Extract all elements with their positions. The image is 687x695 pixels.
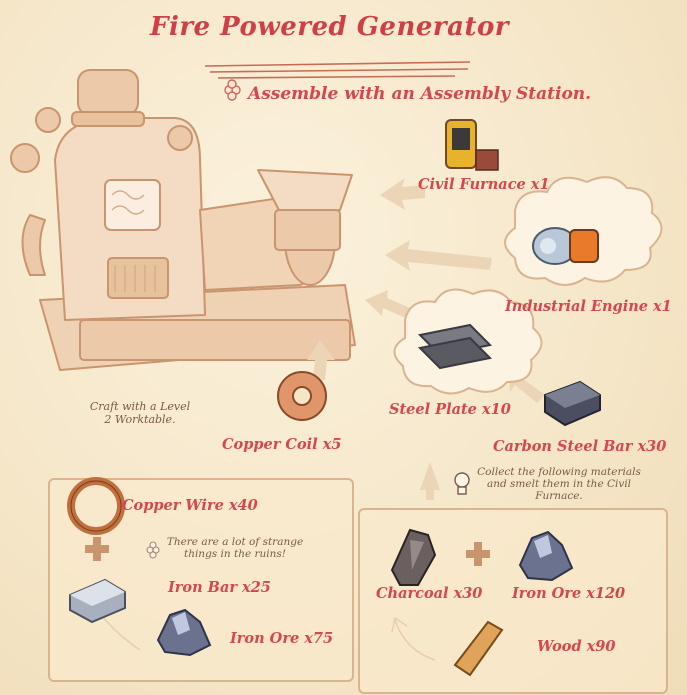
copper-coil-label: Copper Coil x5 [222,436,342,453]
industrial-engine-label: Industrial Engine x1 [505,298,672,315]
carbon-steel-bar-icon [544,380,601,427]
industrial-engine-icon [532,227,599,265]
iron-ore-icon [156,608,212,657]
iron-ore-icon [518,530,574,582]
smelt-hint-note: Collect the following materials and smel… [477,466,641,502]
flower-icon [146,541,160,559]
flower-icon [224,79,241,101]
wood-icon [453,620,504,677]
iron-bar-icon [69,578,126,624]
charcoal-icon [390,528,437,586]
page-title: Fire Powered Generator [150,12,510,42]
iron-ore-right-label: Iron Ore x120 [512,585,626,602]
lightbulb-icon [454,472,470,495]
iron-bar-label: Iron Bar x25 [168,579,271,596]
carbon-steel-bar-label: Carbon Steel Bar x30 [493,438,667,455]
steel-plate-label: Steel Plate x10 [389,401,511,418]
copper-wire-icon [67,477,125,535]
copper-coil-icon [277,371,327,421]
craft-worktable-note: Craft with a Level 2 Worktable. [89,400,191,426]
civil-furnace-icon [445,119,499,171]
charcoal-label: Charcoal x30 [376,585,483,602]
plus-icon [85,537,490,566]
civil-furnace-label: Civil Furnace x1 [418,176,550,193]
steel-plate-icon [417,323,493,370]
iron-ore-left-label: Iron Ore x75 [230,630,334,647]
copper-wire-label: Copper Wire x40 [122,497,258,514]
ruins-hint-note: There are a lot of strange things in the… [166,536,304,560]
wood-label: Wood x90 [537,638,616,655]
assembly-subtitle: Assemble with an Assembly Station. [248,84,592,104]
